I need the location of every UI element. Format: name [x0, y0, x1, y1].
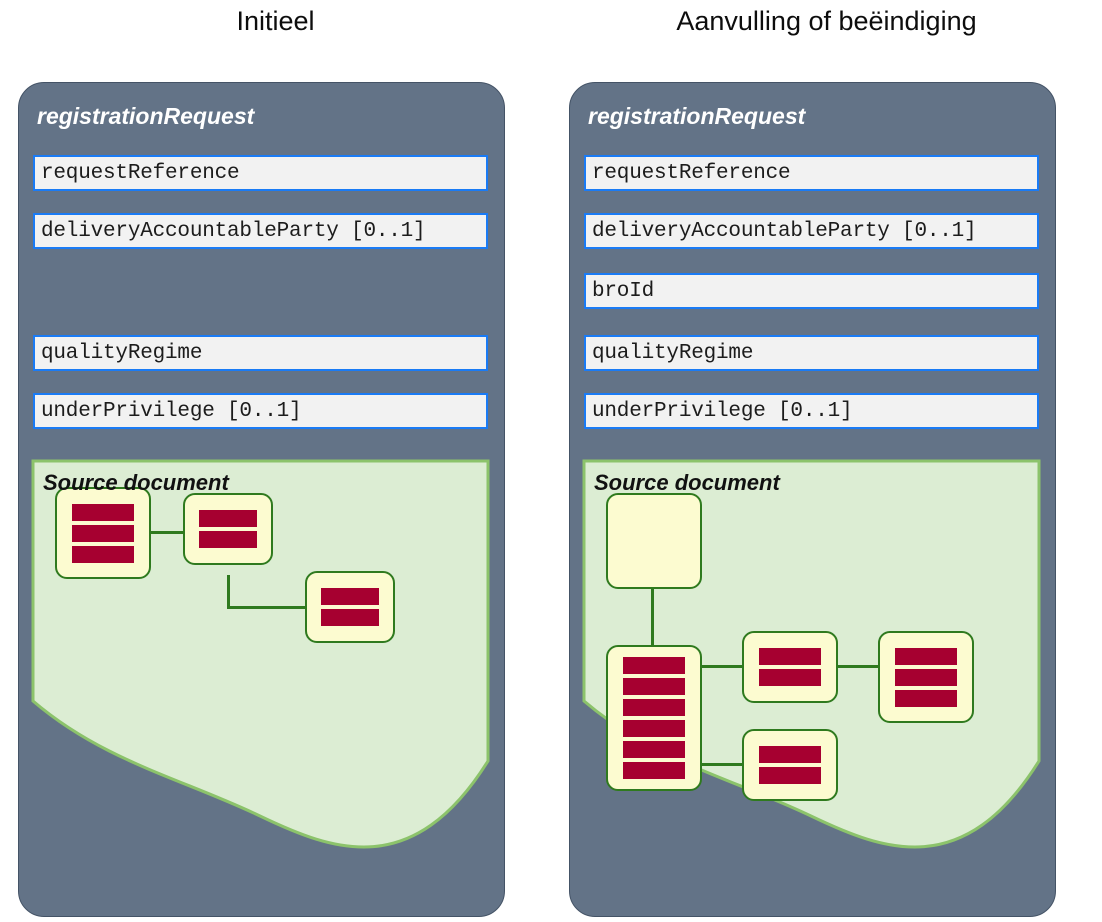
doc-node[interactable]	[606, 645, 702, 791]
source-document-box: Source document	[31, 459, 490, 861]
node-layer	[33, 461, 488, 861]
node-bar	[72, 545, 134, 563]
doc-node[interactable]	[742, 729, 838, 801]
doc-node[interactable]	[183, 493, 273, 565]
source-document-title: Source document	[43, 470, 229, 495]
column-aanvulling: Aanvulling of beëindiging registrationRe…	[551, 0, 1102, 922]
node-bar	[759, 669, 821, 686]
connector-main-n2	[700, 665, 744, 668]
source-document-box: Source document	[582, 459, 1041, 861]
field-underPrivilege[interactable]: underPrivilege [0..1]	[584, 393, 1039, 429]
registration-request-panel: registrationRequest requestReference del…	[569, 82, 1056, 917]
source-document-title: Source document	[594, 470, 780, 495]
doc-node[interactable]	[878, 631, 974, 723]
node-bar	[895, 668, 957, 686]
column-title: Initieel	[236, 6, 315, 36]
node-bar	[759, 648, 821, 665]
column-initieel: Initieel registrationRequest requestRefe…	[18, 6, 505, 917]
connector-a-b	[151, 531, 185, 534]
node-bar	[321, 588, 379, 605]
node-bar	[199, 510, 257, 527]
doc-node-empty[interactable]	[606, 493, 702, 589]
node-bar	[72, 524, 134, 542]
field-underPrivilege[interactable]: underPrivilege [0..1]	[33, 393, 488, 429]
field-requestReference[interactable]: requestReference	[33, 155, 488, 191]
connector-n2-n3	[836, 665, 880, 668]
doc-node[interactable]	[305, 571, 395, 643]
node-bar	[759, 746, 821, 763]
connector-b-c	[227, 606, 307, 609]
node-bar	[623, 741, 685, 758]
node-bar	[623, 762, 685, 779]
node-bar	[623, 720, 685, 737]
doc-node[interactable]	[55, 487, 151, 579]
node-layer	[584, 461, 1039, 861]
field-qualityRegime[interactable]: qualityRegime	[33, 335, 488, 371]
node-bar	[199, 531, 257, 548]
node-bar	[623, 657, 685, 674]
panel-header: registrationRequest	[588, 103, 806, 129]
node-bar	[72, 503, 134, 521]
column-title: Aanvulling of beëindiging	[676, 6, 977, 36]
panel-header: registrationRequest	[37, 103, 255, 129]
doc-node[interactable]	[742, 631, 838, 703]
connector-main-n4	[700, 763, 744, 766]
node-bar	[623, 678, 685, 695]
field-deliveryAccountableParty[interactable]: deliveryAccountableParty [0..1]	[584, 213, 1039, 249]
field-requestReference[interactable]: requestReference	[584, 155, 1039, 191]
node-bar	[895, 689, 957, 707]
field-broId[interactable]: broId	[584, 273, 1039, 309]
node-bar	[759, 767, 821, 784]
connector-b-down	[227, 575, 230, 609]
field-deliveryAccountableParty[interactable]: deliveryAccountableParty [0..1]	[33, 213, 488, 249]
node-bar	[321, 609, 379, 626]
registration-request-panel: registrationRequest requestReference del…	[18, 82, 505, 917]
connector-root-main	[651, 589, 654, 645]
node-bar	[623, 699, 685, 716]
field-qualityRegime[interactable]: qualityRegime	[584, 335, 1039, 371]
node-bar	[895, 647, 957, 665]
